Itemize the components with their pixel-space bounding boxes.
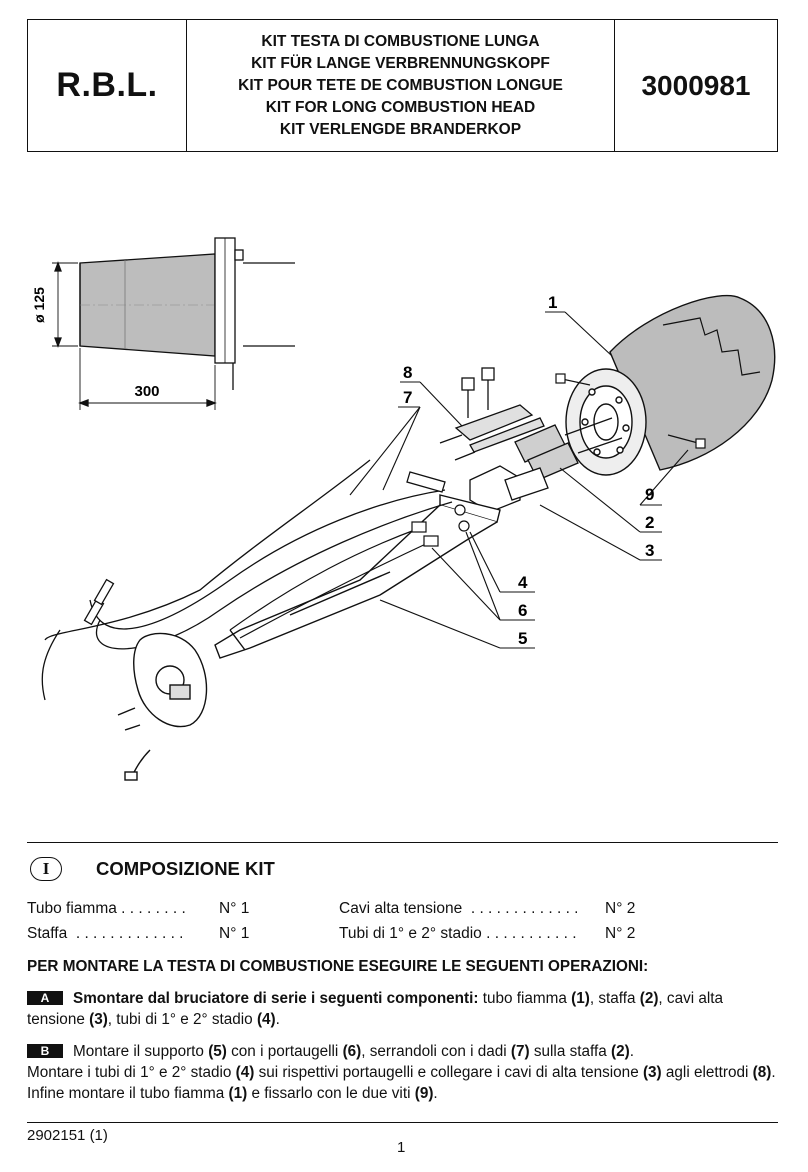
item-name: Staffa . . . . . . . . . . . . . xyxy=(27,925,184,942)
footer-divider xyxy=(27,1122,778,1123)
step-a-badge: A xyxy=(27,991,63,1005)
part-ref: (4) xyxy=(256,1011,276,1028)
step-text: . Infine montare il tubo fiamma xyxy=(27,1064,776,1102)
title-german: KIT FÜR LANGE VERBRENNUNGSKOPF xyxy=(251,55,550,72)
step-text: Montare i tubi di 1° e 2° stadio xyxy=(27,1064,236,1081)
part-ref: (1) xyxy=(228,1085,248,1102)
part-ref: (2) xyxy=(639,990,659,1007)
part-ref: (5) xyxy=(208,1043,227,1060)
step-text: , cavi alta tensione xyxy=(27,990,724,1028)
step-text: sulla staffa xyxy=(529,1043,611,1060)
callout-3: 3 xyxy=(645,541,654,560)
table-row: Tubo fiamma . . . . . . . . N° 1 Cavi al… xyxy=(27,896,665,921)
item-qty: N° 1 xyxy=(219,925,250,942)
section-header: I COMPOSIZIONE KIT xyxy=(30,857,275,881)
kit-composition-table: Tubo fiamma . . . . . . . . N° 1 Cavi al… xyxy=(27,896,665,946)
burner-flange xyxy=(117,632,208,781)
callout-7: 7 xyxy=(403,388,412,407)
language-badge: I xyxy=(30,857,62,881)
callout-1: 1 xyxy=(548,293,557,312)
length-label: 300 xyxy=(134,383,159,400)
part-ref: (1) xyxy=(571,990,590,1007)
step-text: con i portaugelli xyxy=(226,1043,343,1060)
table-row: Staffa . . . . . . . . . . . . . N° 1 Tu… xyxy=(27,921,665,946)
title-english: KIT FOR LONG COMBUSTION HEAD xyxy=(265,99,536,116)
fixing-screws xyxy=(555,373,706,449)
part-ref: (4) xyxy=(235,1064,255,1081)
step-text: . xyxy=(433,1085,438,1102)
callout-5: 5 xyxy=(518,629,527,648)
diameter-label: ø 125 xyxy=(31,287,47,323)
step-text: , staffa xyxy=(589,990,640,1007)
item-qty: N° 2 xyxy=(605,925,636,942)
brand-name: R.B.L. xyxy=(28,20,187,151)
step-text: tubo fiamma xyxy=(478,990,572,1007)
part-ref: (7) xyxy=(510,1043,530,1060)
callout-4: 4 xyxy=(518,573,528,592)
kit-code: 3000981 xyxy=(641,69,751,101)
section-title: COMPOSIZIONE KIT xyxy=(96,858,275,879)
bracket-part xyxy=(469,465,549,513)
part-ref: (9) xyxy=(414,1085,434,1102)
part-ref: (6) xyxy=(342,1043,362,1060)
item-name: Tubo fiamma . . . . . . . . xyxy=(27,900,186,917)
callout-leaders xyxy=(349,311,689,649)
step-text: sui rispettivi portaugelli e collegare i… xyxy=(254,1064,643,1081)
item-qty: N° 2 xyxy=(605,900,636,917)
step-text: . xyxy=(629,1043,634,1060)
part-ref: (3) xyxy=(642,1064,662,1081)
item-name: Cavi alta tensione . . . . . . . . . . .… xyxy=(339,900,579,917)
item-name: Tubi di 1° e 2° stadio . . . . . . . . .… xyxy=(339,925,577,942)
flame-tube-dimension-view xyxy=(52,237,295,410)
document-code: 2902151 (1) xyxy=(27,1127,108,1144)
ht-cables xyxy=(41,459,453,701)
callout-8: 8 xyxy=(403,363,412,382)
callout-2: 2 xyxy=(645,513,654,532)
part-ref: (3) xyxy=(89,1011,108,1028)
kit-titles: KIT TESTA DI COMBUSTIONE LUNGA KIT FÜR L… xyxy=(187,20,615,151)
step-text: e fissarlo con le due viti xyxy=(247,1085,415,1102)
step-a-lead: Smontare dal bruciatore di serie i segue… xyxy=(73,990,479,1007)
step-text: Montare il supporto xyxy=(73,1043,209,1060)
section-divider xyxy=(27,842,778,843)
page-number: 1 xyxy=(397,1139,406,1156)
callout-6: 6 xyxy=(518,601,527,620)
callout-9: 9 xyxy=(645,485,654,504)
stage-pipes xyxy=(229,504,470,639)
step-text: agli elettrodi xyxy=(661,1064,753,1081)
title-french: KIT POUR TETE DE COMBUSTION LONGUE xyxy=(238,77,563,94)
title-block: R.B.L. KIT TESTA DI COMBUSTIONE LUNGA KI… xyxy=(27,19,778,152)
instructions-title: PER MONTARE LA TESTA DI COMBUSTIONE ESEG… xyxy=(27,958,649,975)
exploded-assembly-drawing: ø 125 300 xyxy=(31,237,776,781)
step-text: . xyxy=(275,1011,280,1028)
step-a-paragraph: A Smontare dal bruciatore di serie i segu… xyxy=(27,988,779,1030)
title-italian: KIT TESTA DI COMBUSTIONE LUNGA xyxy=(261,33,540,50)
part-ref: (2) xyxy=(610,1043,630,1060)
electrodes-part xyxy=(439,367,545,461)
title-dutch: KIT VERLENGDE BRANDERKOP xyxy=(279,121,522,138)
part-ref: (8) xyxy=(752,1064,772,1081)
step-text: , serrandoli con i dadi xyxy=(361,1043,511,1060)
item-qty: N° 1 xyxy=(219,900,250,917)
step-b-badge: B xyxy=(27,1044,63,1058)
flame-tube-part xyxy=(565,294,776,476)
step-b-paragraph: B Montare il supporto (5) con i portaugel… xyxy=(27,1041,779,1104)
step-text: , tubi di 1° e 2° stadio xyxy=(107,1011,257,1028)
